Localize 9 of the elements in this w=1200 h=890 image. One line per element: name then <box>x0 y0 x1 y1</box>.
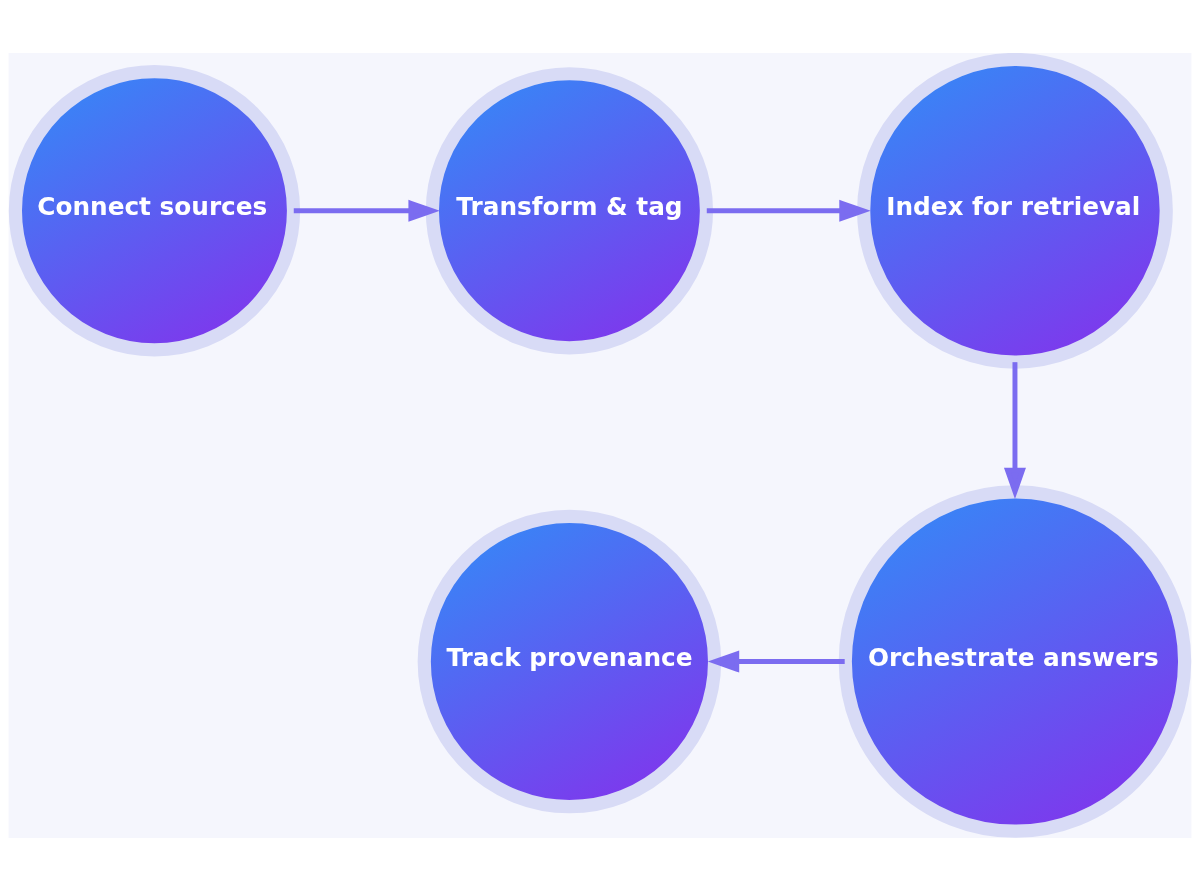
node-circle: Track provenance <box>417 509 722 813</box>
node-circle: Index for retrieval <box>857 52 1173 369</box>
node-circle: Transform & tag <box>425 66 714 354</box>
node-circle: Orchestrate answers <box>838 484 1192 838</box>
arrow <box>293 199 440 222</box>
arrow <box>1003 361 1026 499</box>
node-circle: Connect sources <box>8 64 301 356</box>
arrow <box>706 199 871 222</box>
arrow <box>707 650 845 673</box>
